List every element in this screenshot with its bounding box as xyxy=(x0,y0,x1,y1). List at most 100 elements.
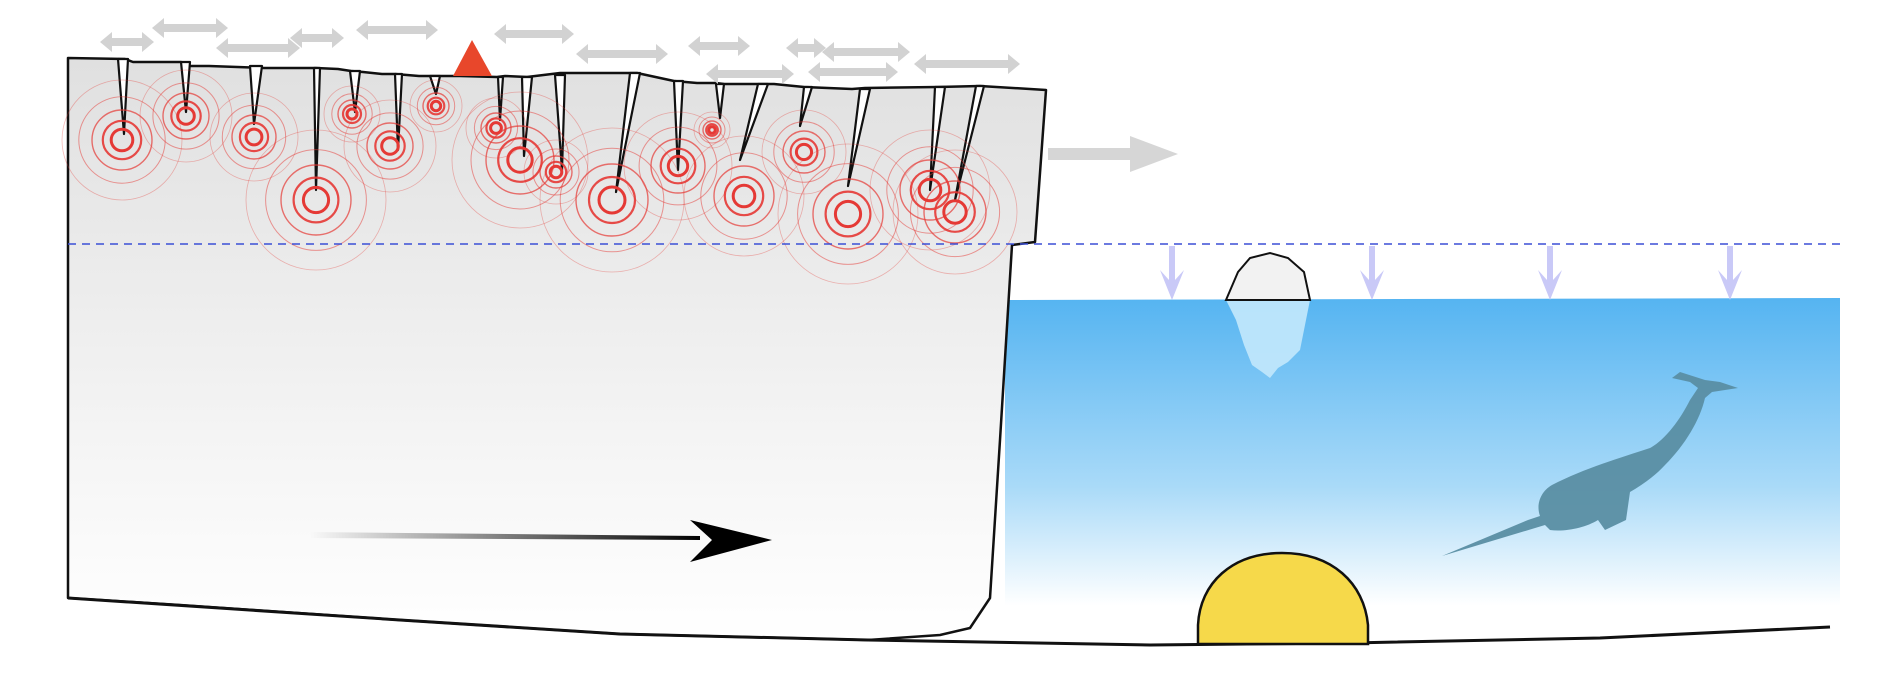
narwhal-silhouette xyxy=(1442,372,1738,556)
double-arrow xyxy=(290,28,344,48)
crevasse xyxy=(672,79,685,172)
ripple-ring xyxy=(356,112,424,180)
double-arrow xyxy=(786,38,826,58)
double-arrow xyxy=(706,64,794,84)
crevasse-wedges xyxy=(116,57,986,202)
ripple-ring xyxy=(833,199,863,229)
crevasse xyxy=(248,64,264,126)
ripple-ring xyxy=(869,129,991,251)
ripple-ring xyxy=(343,99,437,193)
ripple-ring xyxy=(794,142,814,162)
ripple-ring xyxy=(548,164,564,180)
ripple-ring xyxy=(301,185,331,215)
crevasse xyxy=(614,71,642,194)
ripple-ring xyxy=(61,79,183,201)
crevasse xyxy=(312,66,322,192)
iceberg xyxy=(1224,251,1312,378)
glacier-ice-body xyxy=(66,56,1048,642)
ripple-ring xyxy=(923,180,987,244)
ripple-ring xyxy=(824,190,872,238)
ripple-ring xyxy=(789,137,819,167)
ripple-ring xyxy=(162,92,210,140)
ripple-ring xyxy=(559,147,665,253)
ripple-ring xyxy=(705,123,719,137)
ripple-ring xyxy=(152,82,220,150)
double-arrow xyxy=(216,38,300,58)
ripple-ring xyxy=(280,164,352,236)
down-arrow xyxy=(1160,246,1184,300)
ripple-ring xyxy=(942,199,968,225)
fjord-water xyxy=(1005,298,1840,640)
ripple-ring xyxy=(416,86,456,126)
ripple-ring xyxy=(812,178,884,250)
ripple-ring xyxy=(761,109,847,195)
ripple-ring xyxy=(886,146,974,234)
ripple-ring xyxy=(221,104,287,170)
down-arrow xyxy=(1360,246,1384,300)
ripple-ring xyxy=(698,116,726,144)
double-arrow xyxy=(914,54,1020,74)
ripple-ring xyxy=(934,191,976,233)
double-arrow xyxy=(822,42,910,62)
ripple-ring xyxy=(909,169,951,211)
ripple-ring xyxy=(78,96,166,184)
ripple-ring xyxy=(909,166,1001,258)
ripple-ring xyxy=(638,126,718,206)
ripple-ring xyxy=(292,176,340,224)
ripple-ring xyxy=(532,148,580,196)
ripple-ring xyxy=(713,165,775,227)
ripple-ring xyxy=(451,91,589,229)
ripple-ring xyxy=(700,152,788,240)
crevasse xyxy=(714,82,726,120)
ripple-ring xyxy=(245,129,387,271)
glacier-flow-arrow xyxy=(310,520,772,562)
extension-double-arrows xyxy=(100,18,1020,84)
ripple-ring xyxy=(345,107,359,121)
ripple-ring xyxy=(176,106,196,126)
double-arrow xyxy=(356,20,438,40)
ripple-ring xyxy=(723,175,765,217)
crevasse xyxy=(520,75,534,158)
ripple-ring xyxy=(650,138,706,194)
ripple-ring xyxy=(539,127,685,273)
ripple-ring xyxy=(331,93,373,135)
ripple-ring xyxy=(91,109,153,171)
ripple-ring xyxy=(666,154,690,178)
ripple-ring xyxy=(702,120,722,140)
ripple-ring xyxy=(238,121,270,153)
ripple-ring xyxy=(683,135,805,257)
crevasse xyxy=(798,85,814,128)
ripple-ring xyxy=(731,183,757,209)
ripple-ring xyxy=(506,146,534,174)
terminal-moraine-mound xyxy=(1196,551,1370,646)
crevasse xyxy=(928,85,947,192)
crevasse xyxy=(428,74,442,96)
ripple-ring xyxy=(265,149,367,251)
terminus-advance-arrow xyxy=(1048,136,1178,172)
ripple-ring xyxy=(409,79,463,133)
down-arrow xyxy=(1538,246,1562,300)
ripple-ring xyxy=(575,163,649,237)
ripple-ring xyxy=(109,127,135,153)
crevasse xyxy=(553,73,567,172)
ripple-ring xyxy=(426,96,446,116)
double-arrow xyxy=(576,44,668,64)
double-arrow xyxy=(808,62,898,82)
ripple-ring xyxy=(244,127,264,147)
ripple-ring xyxy=(101,119,143,161)
ripple-ring xyxy=(341,103,363,125)
ripple-ring xyxy=(623,111,733,221)
ripple-ring xyxy=(231,114,277,160)
ripple-ring xyxy=(523,139,589,205)
crevasse xyxy=(393,72,404,152)
ripple-ring xyxy=(465,97,527,159)
double-arrow xyxy=(152,18,228,38)
crevasse xyxy=(953,84,986,202)
concentric-ripple-rings xyxy=(61,69,1018,285)
ripple-ring xyxy=(366,122,414,170)
ripple-ring xyxy=(170,100,202,132)
ripple-ring xyxy=(485,125,555,195)
ripple-ring xyxy=(429,99,443,113)
crevasse xyxy=(348,69,362,114)
